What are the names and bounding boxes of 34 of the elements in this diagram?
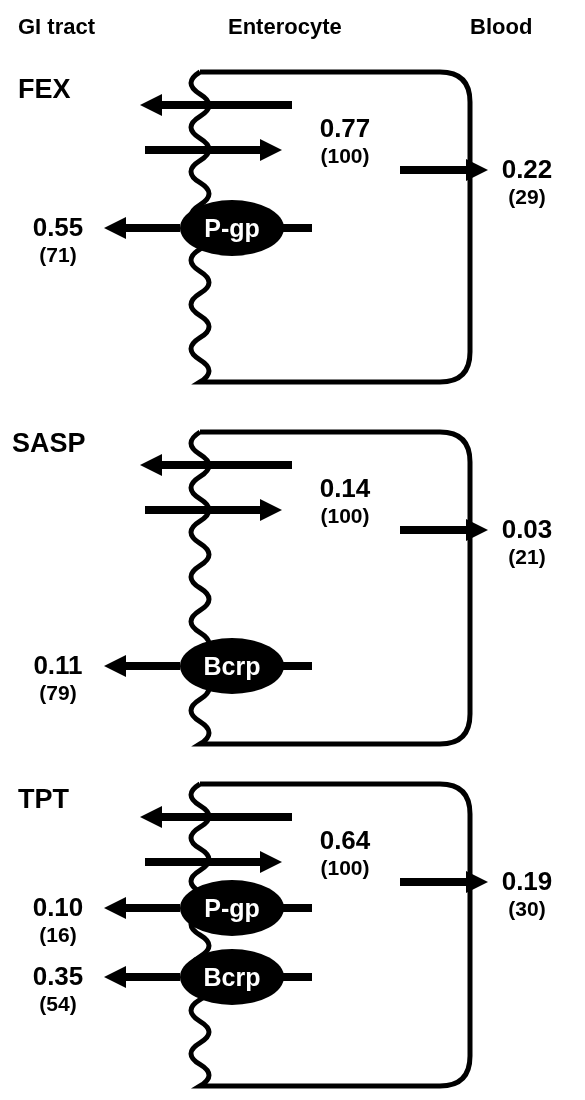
transporter-ellipse: P-gp (180, 880, 284, 936)
percentage-value: (100) (319, 143, 371, 169)
transporter-ellipse: Bcrp (180, 638, 284, 694)
percentage-value: (54) (38, 991, 78, 1017)
concentration-value: 0.10 (31, 892, 85, 922)
panel-title: FEX (18, 74, 71, 105)
percentage-value: (71) (38, 242, 78, 268)
panel-title: SASP (12, 428, 86, 459)
transporter-ellipse: P-gp (180, 200, 284, 256)
arrow (104, 655, 180, 677)
column-header: Enterocyte (228, 14, 342, 40)
concentration-value: 0.14 (318, 473, 372, 503)
column-header: Blood (470, 14, 533, 40)
concentration-value: 0.19 (500, 866, 554, 896)
concentration-value: 0.22 (500, 154, 554, 184)
concentration-value: 0.35 (31, 961, 85, 991)
arrow (104, 966, 180, 988)
percentage-value: (29) (507, 184, 547, 210)
percentage-value: (100) (319, 855, 371, 881)
percentage-value: (79) (38, 680, 78, 706)
concentration-value: 0.55 (31, 212, 85, 242)
concentration-value: 0.11 (32, 650, 84, 680)
concentration-value: 0.77 (318, 113, 372, 143)
arrow (104, 897, 180, 919)
percentage-value: (16) (38, 922, 78, 948)
panel-title: TPT (18, 784, 69, 815)
concentration-value: 0.03 (500, 514, 554, 544)
percentage-value: (30) (507, 896, 547, 922)
concentration-value: 0.64 (318, 825, 372, 855)
percentage-value: (100) (319, 503, 371, 529)
arrow (104, 217, 180, 239)
percentage-value: (21) (507, 544, 547, 570)
transporter-ellipse: Bcrp (180, 949, 284, 1005)
column-header: GI tract (18, 14, 96, 40)
